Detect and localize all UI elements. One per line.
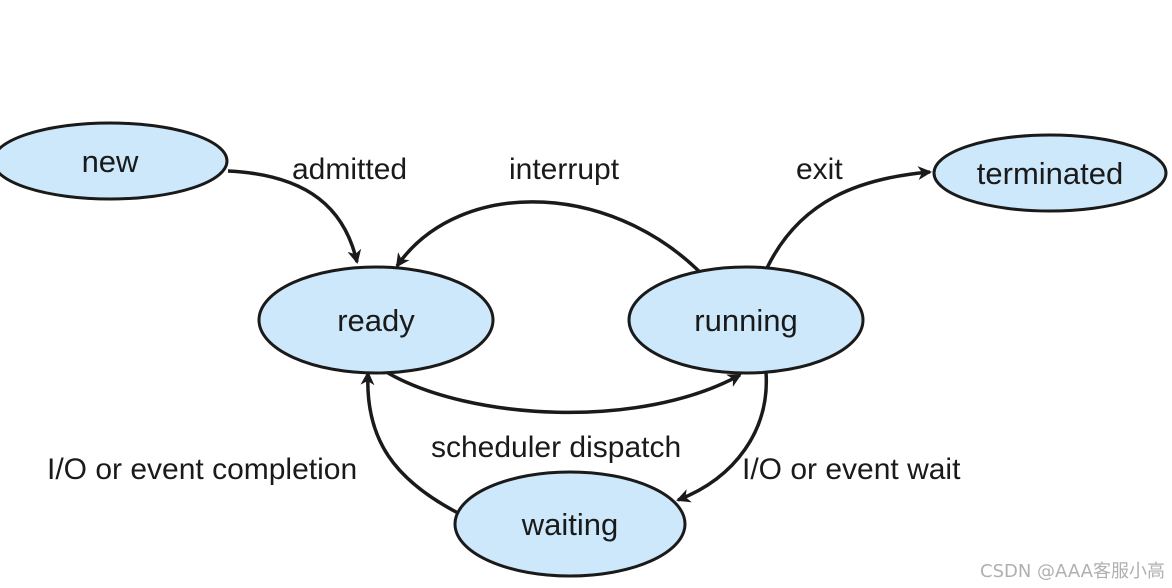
state-ready: ready xyxy=(257,265,495,375)
transition-edges xyxy=(227,166,932,515)
watermark-text: CSDN @AAA客服小高 xyxy=(980,561,1165,582)
state-ready-label: ready xyxy=(337,303,415,338)
edge-interrupt xyxy=(395,200,715,288)
label-admitted: admitted xyxy=(292,153,407,186)
edge-exit xyxy=(765,166,932,269)
state-waiting: waiting xyxy=(453,470,687,578)
label-io-event-completion: I/O or event completion xyxy=(47,453,357,486)
state-new-label: new xyxy=(82,144,139,179)
label-io-event-wait: I/O or event wait xyxy=(742,453,961,486)
label-exit: exit xyxy=(796,153,843,186)
state-waiting-label: waiting xyxy=(521,507,619,542)
state-new: new xyxy=(0,121,229,201)
state-running-shape xyxy=(627,265,865,375)
state-terminated-shape xyxy=(932,133,1168,213)
label-interrupt: interrupt xyxy=(509,153,620,186)
state-terminated-label: terminated xyxy=(977,156,1123,191)
state-terminated: terminated xyxy=(932,133,1168,213)
edge-io-event-completion xyxy=(360,371,459,515)
state-running: running xyxy=(627,265,865,375)
edge-scheduler-dispatch xyxy=(387,371,742,415)
state-ready-shape xyxy=(257,265,495,375)
edge-admitted xyxy=(227,169,362,264)
state-running-label: running xyxy=(694,303,797,338)
edge-io-event-wait xyxy=(676,371,769,503)
label-scheduler-dispatch: scheduler dispatch xyxy=(431,431,681,464)
state-new-shape xyxy=(0,121,229,201)
state-waiting-shape xyxy=(453,470,687,578)
